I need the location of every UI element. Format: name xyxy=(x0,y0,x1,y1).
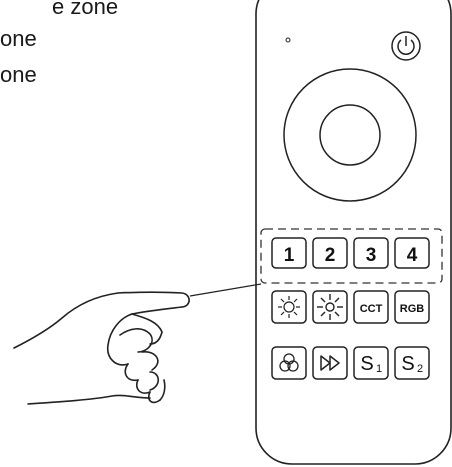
scene-2-label-sub: 2 xyxy=(417,363,423,375)
scene-1-label-main: S xyxy=(360,353,373,375)
scene-2-label-main: S xyxy=(401,353,414,375)
zone-button-3-label: 3 xyxy=(366,245,377,266)
rgb-button-label: RGB xyxy=(400,303,425,315)
color-wheel-center[interactable] xyxy=(320,105,380,165)
zone-button-4-label: 4 xyxy=(407,245,418,266)
cct-button[interactable]: CCT xyxy=(354,291,388,323)
zone-button-3[interactable]: 3 xyxy=(354,238,388,268)
zone-button-1-label: 1 xyxy=(284,245,295,266)
zone-button-2[interactable]: 2 xyxy=(313,238,347,268)
scene-1-label-sub: 1 xyxy=(376,363,382,375)
scene-1-button[interactable]: S 1 xyxy=(354,347,388,379)
zone-button-1[interactable]: 1 xyxy=(272,238,306,268)
color-mode-button[interactable] xyxy=(272,347,306,379)
color-wheel[interactable] xyxy=(284,69,416,201)
rgb-button[interactable]: RGB xyxy=(395,291,429,323)
scene-2-button[interactable]: S 2 xyxy=(395,347,429,379)
pointer-line xyxy=(190,284,261,296)
fast-forward-button[interactable] xyxy=(313,347,347,379)
power-button[interactable] xyxy=(392,32,420,60)
zone-button-2-label: 2 xyxy=(325,245,336,266)
cct-button-label: CCT xyxy=(360,303,383,315)
pointing-hand-illustration xyxy=(14,292,189,404)
brightness-down-button[interactable] xyxy=(272,291,306,323)
zone-button-4[interactable]: 4 xyxy=(395,238,429,268)
brightness-up-button[interactable] xyxy=(313,291,347,323)
